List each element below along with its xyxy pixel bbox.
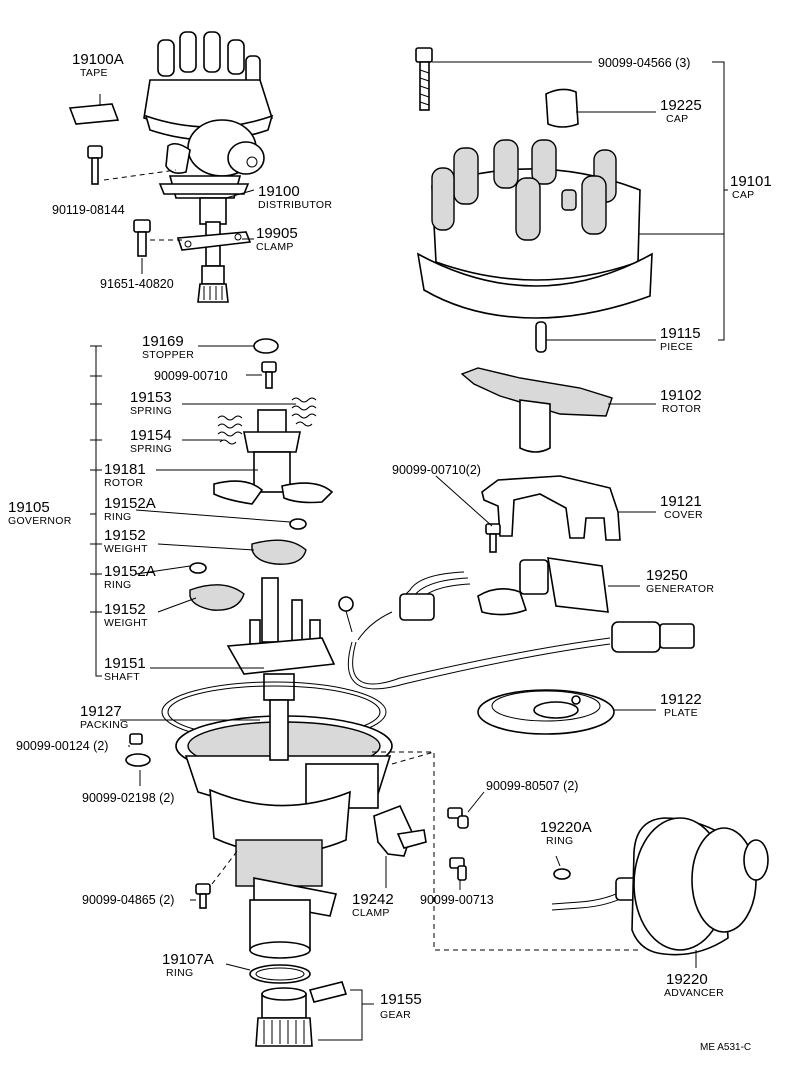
label-governor-number: 19105 (8, 499, 50, 516)
rotor-generator-drawing (338, 367, 695, 735)
label-clamp-low-number: 19242 (352, 891, 394, 908)
label-clamp-low-name: CLAMP (352, 907, 390, 919)
label-shaft-name: SHAFT (104, 671, 140, 683)
label-generator-number: 19250 (646, 567, 688, 584)
label-stopper-number: 19169 (142, 333, 184, 350)
label-distributor-number: 19100 (258, 183, 300, 200)
label-piece-number: 19115 (660, 325, 701, 342)
label-generator-name: GENERATOR (646, 583, 714, 595)
label-spring-1-number: 19153 (130, 389, 172, 406)
label-advancer-name: ADVANCER (664, 987, 724, 999)
label-screw-g-number: 90099-00713 (420, 893, 494, 907)
label-weight-2-name: WEIGHT (104, 617, 148, 629)
label-bolt-b-number: 91651-40820 (100, 277, 174, 291)
label-gear-number: 19155 (380, 991, 422, 1008)
label-spring-2-number: 19154 (130, 427, 172, 444)
label-ring-1-name: RING (104, 511, 131, 523)
label-packing-number: 19127 (80, 703, 122, 720)
advancer-drawing (372, 751, 769, 968)
label-screw-a-number: 90119-08144 (52, 203, 125, 217)
label-cap-small-number: 19225 (660, 97, 702, 114)
label-weight-2-number: 19152 (104, 601, 146, 618)
label-clamp-top-name: CLAMP (256, 241, 294, 253)
label-rotor-number: 19102 (660, 387, 702, 404)
governor-group-drawing (90, 338, 336, 701)
label-ring-1-number: 19152A (104, 495, 156, 512)
label-screw-f-number: 90099-80507 (2) (486, 779, 578, 793)
label-distributor-name: DISTRIBUTOR (258, 199, 332, 211)
label-weight-1-name: WEIGHT (104, 543, 148, 555)
cap-assembly-drawing (415, 47, 728, 353)
label-cover-name: COVER (664, 509, 703, 521)
footer-code: ME A531-C (700, 1042, 751, 1053)
label-bolt-h-number: 90099-04865 (2) (82, 893, 174, 907)
label-spring-1-name: SPRING (130, 405, 172, 417)
label-screw-d-number: 90099-00710(2) (392, 463, 481, 477)
label-gear-name: GEAR (380, 1009, 411, 1021)
label-shaft-number: 19151 (104, 655, 146, 672)
part-labels: 19100A TAPE 90119-08144 19100 DISTRIBUTO… (8, 51, 772, 1053)
label-spring-2-name: SPRING (130, 443, 172, 455)
distributor-assembly-drawing (68, 31, 274, 303)
label-cap-name: CAP (732, 189, 755, 201)
label-cap-small-name: CAP (666, 113, 689, 125)
label-ring-adv-name: RING (546, 835, 573, 847)
label-screw-c-number: 90099-00710 (154, 369, 228, 383)
label-packing-name: PACKING (80, 719, 129, 731)
label-stopper-name: STOPPER (142, 349, 194, 361)
label-plate-number: 19122 (660, 691, 702, 708)
label-ring-2-number: 19152A (104, 563, 156, 580)
label-tape-number: 19100A (72, 51, 124, 68)
label-ring-2-name: RING (104, 579, 131, 591)
label-weight-1-number: 19152 (104, 527, 146, 544)
housing-drawing (120, 681, 393, 1047)
label-tape-name: TAPE (80, 67, 108, 79)
label-governor-name: GOVERNOR (8, 515, 72, 527)
label-cap-screw-number: 90099-04566 (3) (598, 56, 690, 70)
label-rotor-name: ROTOR (662, 403, 701, 415)
label-clamp-top-number: 19905 (256, 225, 298, 242)
label-cover-number: 19121 (660, 493, 702, 510)
label-ring-low-name: RING (166, 967, 193, 979)
label-washer-e-number: 90099-02198 (2) (82, 791, 174, 805)
label-plate-name: PLATE (664, 707, 698, 719)
label-ring-adv-number: 19220A (540, 819, 592, 836)
label-cap-number: 19101 (730, 173, 772, 190)
label-rotor-gov-number: 19181 (104, 461, 146, 478)
label-rotor-gov-name: ROTOR (104, 477, 143, 489)
label-piece-name: PIECE (660, 341, 693, 353)
label-ring-low-number: 19107A (162, 951, 214, 968)
label-screw-e-number: 90099-00124 (2) (16, 739, 108, 753)
label-advancer-number: 19220 (666, 971, 708, 988)
